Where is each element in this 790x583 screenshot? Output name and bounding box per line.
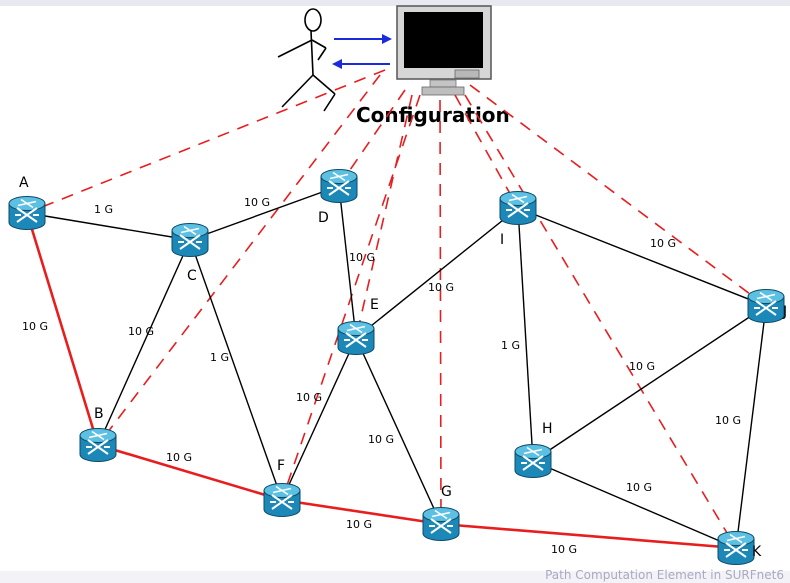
link-g-k [440, 522, 737, 550]
link-b-f [97, 443, 283, 502]
router-e-icon[interactable] [337, 321, 375, 355]
link-label-a-b: 10 G [22, 320, 48, 333]
link-label-e-g: 10 G [368, 433, 394, 446]
router-label-h: H [542, 421, 553, 437]
user-figure-icon [277, 8, 336, 112]
link-label-c-d: 10 G [244, 196, 270, 209]
link-label-f-g: 10 G [346, 518, 372, 531]
router-label-i: I [500, 232, 504, 248]
bottom-bar [0, 571, 790, 583]
router-d-icon[interactable] [320, 169, 358, 203]
control-link-j [469, 84, 762, 303]
router-label-b: B [94, 406, 104, 422]
link-c-f [189, 239, 283, 501]
link-h-k [532, 460, 737, 549]
router-c-icon[interactable] [171, 223, 209, 257]
link-label-i-j: 10 G [650, 237, 676, 250]
link-label-e-f: 10 G [296, 391, 322, 404]
control-link-g [435, 99, 446, 518]
router-label-a: A [19, 175, 29, 191]
control-link-f [282, 94, 421, 495]
control-link-k [464, 94, 733, 543]
link-e-i [355, 207, 519, 339]
link-c-d [189, 185, 340, 241]
router-f-icon[interactable] [263, 483, 301, 517]
link-label-b-f: 10 G [166, 451, 192, 464]
router-b-icon[interactable] [79, 428, 117, 462]
link-e-g [355, 337, 442, 525]
link-a-b [25, 212, 100, 446]
router-i-icon[interactable] [499, 191, 537, 225]
router-label-d: D [318, 210, 329, 226]
link-label-i-h: 1 G [501, 339, 520, 352]
control-link-d [342, 89, 406, 182]
link-label-c-b: 10 G [128, 325, 154, 338]
router-k-icon[interactable] [717, 531, 755, 565]
control-links [32, 69, 762, 543]
configuration-label: Configuration [356, 103, 510, 127]
link-label-a-c: 1 G [94, 203, 113, 216]
routers: A B C D E F G H I J K [8, 169, 787, 565]
link-j-k [735, 305, 767, 549]
router-label-j: J [782, 304, 787, 320]
router-label-c: C [187, 268, 197, 284]
link-a-c [26, 212, 191, 241]
router-label-g: G [441, 484, 452, 500]
top-bar [0, 0, 790, 6]
router-h-icon[interactable] [514, 444, 552, 478]
link-label-g-k: 10 G [551, 543, 577, 556]
link-label-d-e: 10 G [349, 251, 375, 264]
link-i-h [517, 207, 534, 462]
link-c-b [97, 239, 191, 446]
footer-text: Path Computation Element in SURFnet6 [545, 568, 784, 582]
link-label-h-k: 10 G [626, 481, 652, 494]
router-j-icon[interactable] [747, 289, 785, 323]
link-i-j [517, 207, 767, 307]
control-link-e [354, 94, 413, 333]
router-g-icon[interactable] [422, 507, 460, 541]
router-label-f: F [277, 458, 285, 474]
router-label-e: E [370, 297, 379, 313]
link-label-j-k: 10 G [715, 414, 741, 427]
link-h-j [532, 305, 767, 462]
control-link-b [101, 74, 381, 441]
link-e-f [281, 337, 357, 501]
network-links: 1 G 10 G 10 G 10 G 1 G 10 G 10 G 10 G 10 G 10 G 1 … [22, 185, 767, 556]
link-label-c-f: 1 G [210, 351, 229, 364]
router-a-icon[interactable] [8, 196, 46, 230]
computer-terminal-icon [396, 5, 492, 96]
router-label-k: K [752, 544, 762, 560]
link-label-h-j: 10 G [629, 360, 655, 373]
link-label-e-i: 10 G [428, 281, 454, 294]
link-f-g [281, 498, 442, 526]
link-d-e [338, 185, 357, 339]
